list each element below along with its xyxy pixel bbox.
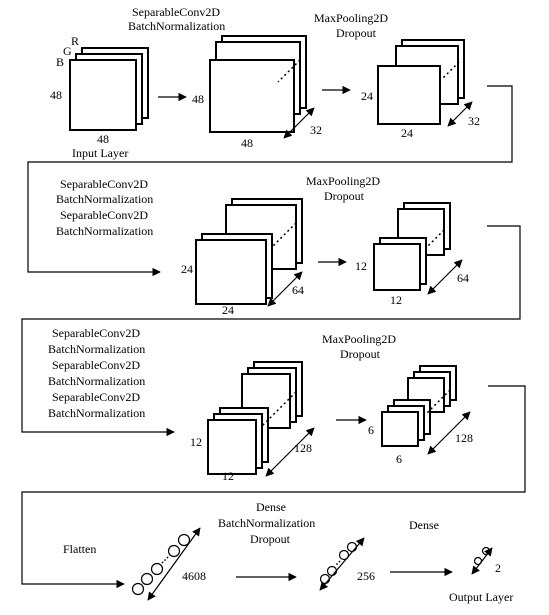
dense1-neurons	[319, 541, 358, 585]
pool1-label-1: MaxPooling2D	[314, 11, 388, 25]
conv3-label-4: BatchNormalization	[48, 374, 145, 388]
dense1-size-label: 256	[357, 569, 375, 583]
pool1-feature-maps	[377, 39, 465, 125]
pool2-label-1: MaxPooling2D	[306, 174, 380, 188]
pool1-depth-arrow	[447, 101, 473, 127]
flatten-neuron	[140, 572, 154, 586]
pool2-width-label: 12	[390, 293, 402, 307]
conv3-label-6: BatchNormalization	[48, 406, 145, 420]
pool2-depth-label: 64	[457, 271, 469, 285]
conv1-label-1: SeparableConv2D	[132, 5, 220, 19]
conv1-depth-dots	[277, 59, 301, 83]
pool2-depth-arrow	[427, 259, 463, 295]
flatten-ellipsis	[161, 556, 169, 564]
pool3-height-label: 6	[368, 423, 374, 437]
flatten-size-label: 4608	[182, 569, 206, 583]
connector-2-to-3	[21, 225, 521, 437]
pool2-label-2: Dropout	[324, 189, 365, 203]
pool2-depth-dots	[427, 229, 445, 247]
conv2-feature-maps	[195, 198, 303, 305]
pool3-feature-maps	[381, 365, 457, 447]
conv1-feature-maps	[209, 35, 307, 133]
conv2-label-3: SeparableConv2D	[60, 208, 148, 222]
pool3-depth-arrow	[427, 411, 471, 455]
conv2-width-label: 24	[222, 303, 234, 317]
conv3-height-label: 12	[190, 435, 202, 449]
conv3-depth-arrow	[265, 427, 315, 477]
input-layer-stack	[69, 47, 149, 131]
conv3-label-3: SeparableConv2D	[52, 358, 140, 372]
dense1-neuron	[346, 541, 358, 553]
pool3-width-label: 6	[396, 452, 402, 466]
dense1-label-1: Dense	[256, 500, 286, 514]
conv2-label-4: BatchNormalization	[56, 224, 153, 238]
flatten-neuron	[131, 582, 145, 596]
pool1-height-label: 24	[361, 89, 373, 103]
channel-label-r: R	[71, 34, 79, 48]
dense1-neuron	[326, 565, 338, 577]
input-height-label: 48	[50, 88, 62, 102]
output-layer-caption: Output Layer	[449, 590, 513, 604]
flatten-label: Flatten	[63, 542, 96, 556]
pool1-depth-dots	[442, 61, 460, 79]
flatten-size-arrow	[147, 527, 201, 601]
pool3-label-1: MaxPooling2D	[322, 332, 396, 346]
conv2-label-2: BatchNormalization	[56, 192, 153, 206]
dense1-label-2: BatchNormalization	[218, 516, 315, 530]
connector-1-to-2	[27, 85, 513, 277]
conv3-depth-dots	[261, 391, 297, 427]
pool1-width-label: 24	[401, 126, 413, 140]
dense1-size-arrow	[319, 537, 365, 591]
dense1-ellipsis	[335, 560, 341, 566]
flatten-neuron	[150, 562, 164, 576]
channel-label-g: G	[63, 44, 72, 58]
conv2-depth-label: 64	[292, 283, 304, 297]
flatten-neuron	[167, 544, 181, 558]
dense2-label: Dense	[409, 518, 439, 532]
conv1-depth-arrow	[283, 107, 315, 139]
conv1-label-2: BatchNormalization	[128, 19, 225, 33]
conv3-feature-maps	[207, 361, 303, 475]
output-size-label: 2	[495, 561, 501, 575]
connector-3-to-4	[21, 385, 526, 589]
conv2-depth-arrow	[267, 271, 303, 307]
pool3-depth-dots	[425, 389, 451, 415]
flatten-neurons	[131, 533, 191, 596]
pool2-feature-maps	[373, 202, 451, 291]
pool1-depth-label: 32	[468, 114, 480, 128]
pool3-depth-label: 128	[455, 431, 473, 445]
pool1-label-2: Dropout	[336, 26, 377, 40]
conv3-width-label: 12	[222, 469, 234, 483]
input-layer-caption: Input Layer	[72, 146, 128, 160]
pool3-label-2: Dropout	[340, 347, 381, 361]
conv2-depth-dots	[271, 222, 297, 248]
output-size-arrow	[471, 547, 493, 575]
conv2-label-1: SeparableConv2D	[60, 177, 148, 191]
input-width-label: 48	[97, 132, 109, 146]
pool2-height-label: 12	[355, 259, 367, 273]
channel-label-b: B	[56, 55, 64, 69]
conv2-height-label: 24	[181, 262, 193, 276]
conv3-label-2: BatchNormalization	[48, 342, 145, 356]
conv1-height-label: 48	[192, 92, 204, 106]
dense1-label-3: Dropout	[250, 532, 291, 546]
conv1-depth-label: 32	[310, 123, 322, 137]
conv3-label-5: SeparableConv2D	[52, 390, 140, 404]
dense1-neuron	[319, 573, 331, 585]
conv1-width-label: 48	[241, 136, 253, 150]
conv3-depth-label: 128	[294, 441, 312, 455]
conv3-label-1: SeparableConv2D	[52, 326, 140, 340]
